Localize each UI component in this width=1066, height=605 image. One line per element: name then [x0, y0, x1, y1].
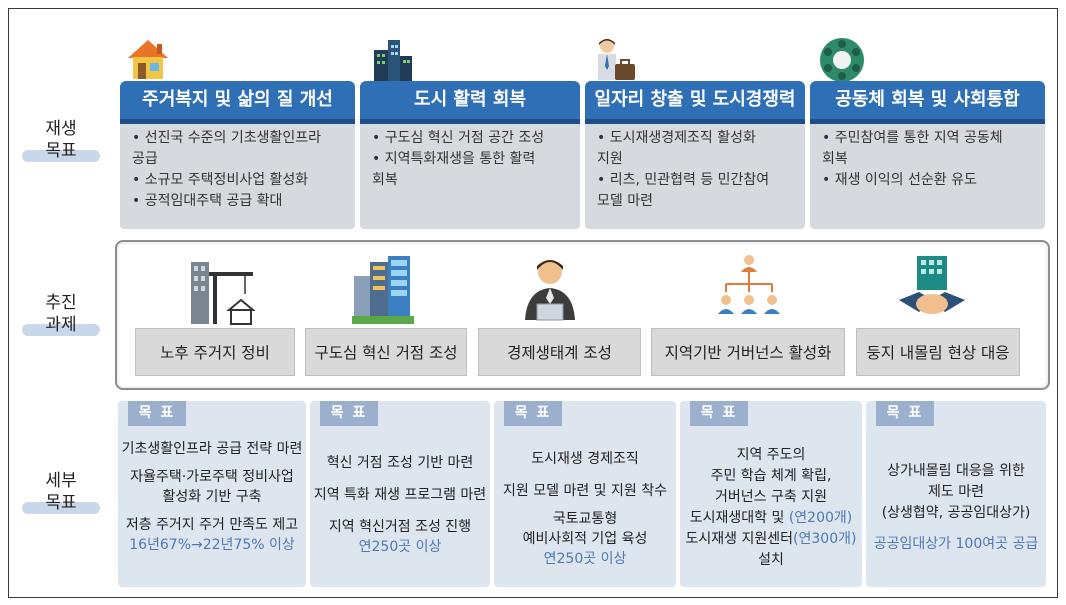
detail-line: 혁신 거점 조성 기반 마련 [326, 455, 474, 471]
detail-body: 지역 주도의 주민 학습 체계 확립, 거버넌스 구축 지원 도시재생대학 및 … [680, 445, 862, 571]
detail-column: 목 표 기초생활인프라 공급 전략 마련 자율주택·가로주택 정비사업 활성화 … [118, 401, 306, 587]
detail-line: 상가내몰림 대응을 위한 [887, 463, 1025, 479]
detail-spacer [118, 507, 306, 515]
goal-column-housing: 주거복지 및 삶의 질 개선 • 선진국 수준의 기초생활인프라 공급 • 소규… [120, 40, 355, 229]
row-label-detail: 세부 목표 [22, 470, 100, 514]
row-label-detail-line1: 세부 [45, 471, 77, 491]
goal-title: 일자리 창출 및 도시경쟁력 [585, 81, 805, 124]
goal-title: 도시 활력 회복 [360, 81, 580, 124]
detail-line: 주민 학습 체계 확립, [710, 468, 832, 484]
task-button-economy: 경제생태계 조성 [478, 328, 641, 376]
detail-line: 도시재생 경제조직 [531, 451, 639, 467]
detail-tag: 목 표 [690, 401, 748, 426]
detail-line: 지역 특화 재생 프로그램 마련 [313, 487, 487, 503]
task-button-hub: 구도심 혁신 거점 조성 [305, 328, 467, 376]
row-label-goal: 재생 목표 [22, 118, 100, 162]
detail-spacer [118, 459, 306, 467]
person-laptop-icon [525, 260, 575, 321]
detail-tag: 목 표 [876, 401, 934, 426]
goal-description: • 구도심 혁신 거점 공간 조성 • 지역특화재생을 통한 활력 회복 [360, 124, 580, 229]
detail-spacer [310, 473, 490, 485]
goal-title: 주거복지 및 삶의 질 개선 [120, 81, 355, 124]
row-label-goal-line2: 목표 [45, 141, 77, 161]
detail-line: 지역 혁신거점 조성 진행 [328, 519, 472, 535]
goal-line: • 리츠, 민관협력 등 민간참여 [597, 172, 770, 188]
row-label-detail-line2: 목표 [45, 493, 77, 513]
detail-body: 상가내몰림 대응을 위한 제도 마련 (상생협약, 공공임대상가) 공공임대상가… [866, 461, 1046, 555]
detail-body: 도시재생 경제조직 지원 모델 마련 및 지원 착수 국토교통형 예비사회적 기… [494, 449, 676, 569]
detail-highlight: 16년67%→22년75% 이상 [129, 537, 295, 553]
goal-line: • 구도심 혁신 거점 공간 조성 [372, 130, 545, 146]
detail-body: 기초생활인프라 공급 전략 마련 자율주택·가로주택 정비사업 활성화 기반 구… [118, 439, 306, 555]
goal-line: 모델 마련 [597, 193, 653, 209]
goal-line: • 소규모 주택정비사업 활성화 [132, 172, 309, 188]
detail-line: 지원 모델 마련 및 지원 착수 [503, 483, 667, 499]
detail-spacer [310, 505, 490, 517]
detail-line: 도시재생 지원센터(연300개) [685, 531, 857, 547]
city-buildings-icon [374, 40, 412, 82]
detail-line: 설치 [758, 552, 784, 568]
skyscraper-icon [352, 256, 414, 324]
detail-line: 기초생활인프라 공급 전략 마련 [121, 441, 303, 457]
network-people-icon [718, 255, 780, 314]
detail-line: 제도 마련 [928, 484, 984, 500]
goal-line: • 지역특화재생을 통한 활력 [372, 151, 536, 167]
row-label-tasks: 추진 과제 [22, 292, 100, 336]
detail-line: 활성화 기반 구축 [162, 489, 262, 505]
detail-tag: 목 표 [128, 401, 186, 426]
goal-line: • 공적임대주택 공급 확대 [132, 193, 283, 209]
goal-line: 회복 [822, 151, 848, 167]
goal-line: • 재생 이익의 선순환 유도 [822, 172, 977, 188]
goal-line: • 도시재생경제조직 활성화 [597, 130, 756, 146]
handshake-icon [899, 256, 965, 314]
detail-line: (상생협약, 공공임대상가) [881, 505, 1031, 521]
house-icon [128, 40, 168, 79]
crane-building-icon [191, 262, 255, 325]
task-button-housing: 노후 주거지 정비 [135, 328, 295, 376]
goal-title: 공동체 회복 및 사회통합 [810, 81, 1045, 124]
detail-tag: 목 표 [320, 401, 378, 426]
goal-description: • 선진국 수준의 기초생활인프라 공급 • 소규모 주택정비사업 활성화 • … [120, 124, 355, 229]
detail-line: 국토교통형 [552, 511, 618, 527]
detail-spacer [494, 501, 676, 509]
detail-line: 자율주택·가로주택 정비사업 [130, 469, 294, 485]
task-button-governance: 지역기반 거버넌스 활성화 [651, 328, 845, 376]
detail-line: 저층 주거지 주거 만족도 제고 [125, 517, 299, 533]
detail-spacer [494, 469, 676, 481]
goal-description: • 도시재생경제조직 활성화 지원 • 리츠, 민관협력 등 민간참여 모델 마… [585, 124, 805, 229]
goal-line: • 선진국 수준의 기초생활인프라 [132, 130, 322, 146]
diagram-frame [8, 8, 1058, 598]
detail-spacer [866, 524, 1046, 534]
detail-column: 목 표 도시재생 경제조직 지원 모델 마련 및 지원 착수 국토교통형 예비사… [494, 401, 676, 587]
detail-line: 도시재생대학 및 (연200개) [689, 510, 853, 526]
detail-column: 목 표 상가내몰림 대응을 위한 제도 마련 (상생협약, 공공임대상가) 공공… [866, 401, 1046, 587]
goal-description: • 주민참여를 통한 지역 공동체 회복 • 재생 이익의 선순환 유도 [810, 124, 1045, 229]
detail-line: 예비사회적 기업 육성 [522, 531, 648, 547]
goal-column-vitality: 도시 활력 회복 • 구도심 혁신 거점 공간 조성 • 지역특화재생을 통한 … [360, 40, 580, 229]
detail-column: 목 표 혁신 거점 조성 기반 마련 지역 특화 재생 프로그램 마련 지역 혁… [310, 401, 490, 587]
goal-line: • 주민참여를 통한 지역 공동체 [822, 130, 1003, 146]
community-circle-icon [820, 38, 864, 82]
goal-line: 공급 [132, 151, 158, 167]
businessman-icon [598, 39, 635, 80]
detail-highlight: 연250곳 이상 [543, 551, 627, 567]
row-label-tasks-line1: 추진 [45, 293, 77, 313]
detail-body: 혁신 거점 조성 기반 마련 지역 특화 재생 프로그램 마련 지역 혁신거점 … [310, 453, 490, 557]
detail-tag: 목 표 [504, 401, 562, 426]
detail-column: 목 표 지역 주도의 주민 학습 체계 확립, 거버넌스 구축 지원 도시재생대… [680, 401, 862, 587]
goal-column-community: 공동체 회복 및 사회통합 • 주민참여를 통한 지역 공동체 회복 • 재생 … [810, 38, 1045, 229]
detail-line: 지역 주도의 [736, 447, 806, 463]
goal-line: 회복 [372, 172, 398, 188]
detail-highlight: 연250곳 이상 [358, 539, 442, 555]
row-label-tasks-line2: 과제 [45, 315, 77, 335]
detail-highlight: 공공임대상가 100여곳 공급 [873, 536, 1039, 552]
detail-line: 거버넌스 구축 지원 [715, 489, 827, 505]
task-button-displacement: 둥지 내몰림 현상 대응 [856, 328, 1020, 376]
goal-column-jobs: 일자리 창출 및 도시경쟁력 • 도시재생경제조직 활성화 지원 • 리츠, 민… [585, 39, 805, 229]
row-label-goal-line1: 재생 [45, 119, 77, 139]
goal-line: 지원 [597, 151, 623, 167]
